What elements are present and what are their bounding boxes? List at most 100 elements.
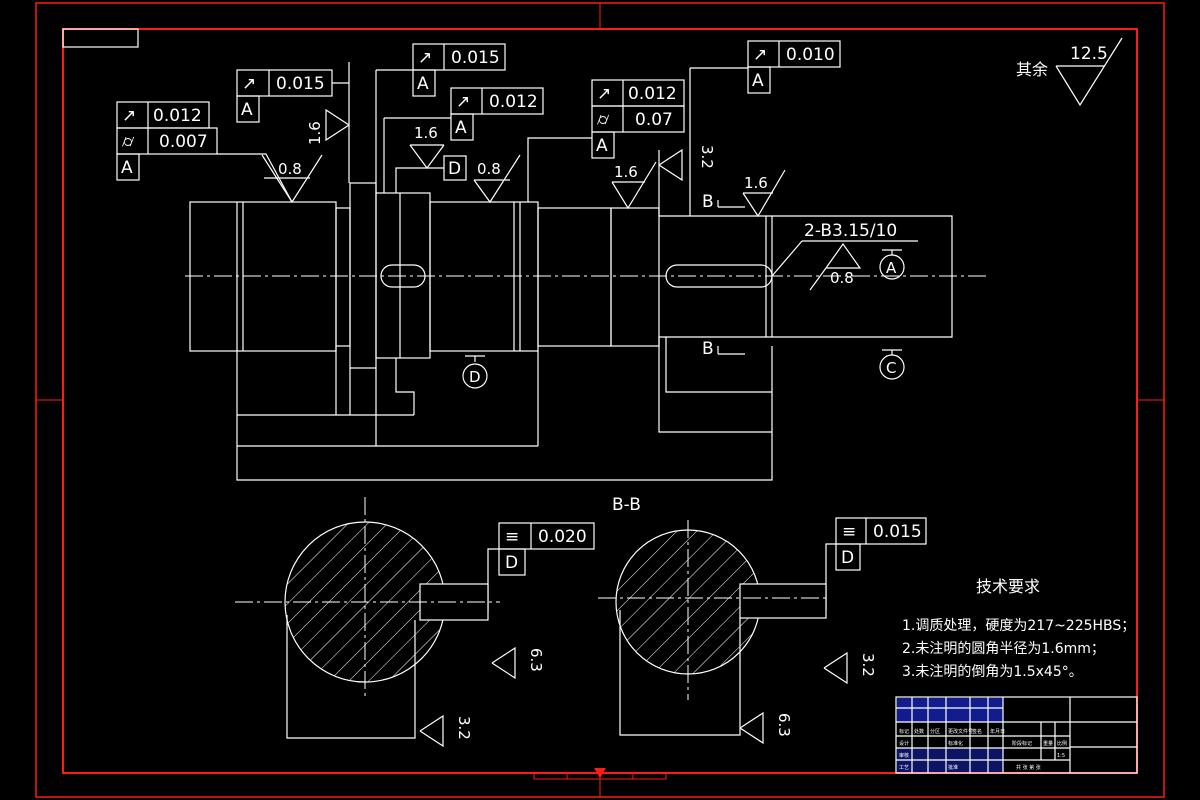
fcf-6-value: 0.010 bbox=[786, 45, 835, 65]
svg-text:0.8: 0.8 bbox=[278, 160, 302, 178]
svg-text:1:5: 1:5 bbox=[1057, 753, 1065, 759]
tech-req-title: 技术要求 bbox=[976, 577, 1040, 596]
svg-text:处数: 处数 bbox=[914, 728, 924, 735]
fcf-5-symbol: ↗ bbox=[597, 84, 611, 104]
svg-text:分区: 分区 bbox=[930, 728, 940, 735]
fcf-4-symbol: ↗ bbox=[456, 92, 470, 112]
tech-req-item-2: 2.未注明的圆角半径为1.6mm； bbox=[902, 641, 1105, 657]
section-title: B-B bbox=[612, 495, 641, 515]
svg-text:批准: 批准 bbox=[948, 764, 958, 771]
roughness-r8: 0.8 bbox=[809, 242, 862, 291]
svg-text:0.8: 0.8 bbox=[830, 269, 854, 287]
shaft-main-view bbox=[185, 62, 990, 481]
fcf-2-datum: A bbox=[241, 100, 253, 120]
fcf-1-value: 0.012 bbox=[153, 106, 202, 126]
fcf-7-symbol: ≡ bbox=[505, 527, 519, 547]
svg-text:1.6: 1.6 bbox=[306, 121, 324, 145]
svg-text:1.6: 1.6 bbox=[414, 124, 438, 142]
roughness-r10: 3.2 bbox=[419, 714, 473, 748]
fcf-4-value: 0.012 bbox=[489, 92, 538, 112]
technical-requirements: 技术要求 1.调质处理，硬度为217~225HBS； 2.未注明的圆角半径为1.… bbox=[902, 577, 1135, 680]
svg-text:3.2: 3.2 bbox=[859, 653, 877, 677]
fcf-5-value2: 0.07 bbox=[635, 110, 673, 130]
general-roughness-value: 12.5 bbox=[1070, 44, 1108, 64]
roughness-r11: 3.2 bbox=[823, 651, 877, 685]
roughness-r4: 0.8 bbox=[473, 154, 521, 204]
fcf-8-datum: D bbox=[841, 548, 854, 568]
svg-text:D: D bbox=[448, 159, 461, 179]
keyway-left bbox=[380, 264, 426, 288]
fcf-3-value: 0.015 bbox=[451, 48, 500, 68]
roughness-r6: 3.2 bbox=[658, 145, 716, 182]
fcf-5-symbol2: ⌭ bbox=[597, 110, 610, 130]
section-right bbox=[598, 520, 827, 736]
section-mark-top: B bbox=[702, 192, 745, 212]
fcf-4: ↗ 0.012 A bbox=[384, 87, 544, 141]
datum-d-symbol: D bbox=[462, 355, 488, 389]
title-block: 标记 处数 分区 更改文件号 签名 年月日 设计 标准化 阶段标记 重量 比例 … bbox=[895, 696, 1138, 774]
fcf-6: ↗ 0.010 A bbox=[690, 40, 841, 94]
tech-req-item-3: 3.未注明的倒角为1.5x45°。 bbox=[902, 664, 1083, 680]
drawing-number-box bbox=[62, 28, 139, 48]
svg-text:B: B bbox=[702, 339, 714, 359]
roughness-r3: 1.6 bbox=[409, 124, 445, 170]
svg-text:年月日: 年月日 bbox=[990, 728, 1005, 735]
svg-text:B: B bbox=[702, 192, 714, 212]
fcf-3-symbol: ↗ bbox=[418, 48, 432, 68]
fcf-6-datum: A bbox=[752, 71, 764, 91]
svg-text:6.3: 6.3 bbox=[775, 713, 793, 737]
fcf-7: ≡ 0.020 D bbox=[487, 522, 595, 612]
svg-text:6.3: 6.3 bbox=[527, 648, 545, 672]
fcf-7-value: 0.020 bbox=[538, 527, 587, 547]
fcf-5-value: 0.012 bbox=[628, 84, 677, 104]
section-mark-bottom: B bbox=[702, 339, 745, 359]
fcf-2-value: 0.015 bbox=[276, 74, 325, 94]
section-left bbox=[235, 497, 500, 739]
centre-hole-label: 2-B3.15/10 bbox=[804, 221, 897, 241]
fcf-8-value: 0.015 bbox=[873, 522, 922, 542]
fcf-5-datum: A bbox=[596, 136, 608, 156]
svg-text:A: A bbox=[886, 259, 897, 277]
fcf-3-datum: A bbox=[417, 74, 429, 94]
fcf-6-symbol: ↗ bbox=[753, 45, 767, 65]
fcf-3: ↗ 0.015 A bbox=[376, 43, 506, 97]
svg-text:阶段标记: 阶段标记 bbox=[1012, 740, 1032, 747]
fcf-1-value2: 0.007 bbox=[159, 132, 208, 152]
svg-text:1.6: 1.6 bbox=[744, 174, 768, 192]
svg-text:标记: 标记 bbox=[899, 728, 909, 735]
roughness-r1: 0.8 bbox=[261, 154, 323, 204]
svg-text:共 张 第 张: 共 张 第 张 bbox=[1016, 764, 1041, 771]
roughness-r7: 1.6 bbox=[742, 169, 786, 218]
general-roughness-label: 其余 bbox=[1016, 60, 1048, 79]
fcf-1-datum: A bbox=[121, 158, 133, 178]
sheet-border bbox=[35, 2, 1165, 798]
svg-text:更改文件号: 更改文件号 bbox=[948, 728, 973, 735]
fcf-1-symbol: ↗ bbox=[122, 106, 136, 126]
svg-text:审核: 审核 bbox=[899, 752, 909, 759]
fcf-8: ≡ 0.015 D bbox=[825, 517, 927, 610]
roughness-r9: 6.3 bbox=[491, 646, 545, 680]
svg-text:设计: 设计 bbox=[899, 740, 909, 747]
svg-text:D: D bbox=[469, 368, 481, 386]
datum-a-symbol: A bbox=[879, 249, 905, 280]
fcf-2-symbol: ↗ bbox=[242, 74, 256, 94]
datum-c-symbol: C bbox=[879, 349, 905, 380]
svg-text:1.6: 1.6 bbox=[614, 163, 638, 181]
general-roughness: 其余 12.5 bbox=[1016, 37, 1123, 107]
fcf-4-datum: A bbox=[455, 118, 467, 138]
roughness-r12: 6.3 bbox=[739, 711, 793, 745]
fcf-2: ↗ 0.015 A bbox=[236, 69, 349, 123]
svg-text:3.2: 3.2 bbox=[698, 145, 716, 169]
datum-d-left: D bbox=[395, 155, 467, 193]
roughness-r5: 1.6 bbox=[611, 161, 657, 210]
fcf-8-symbol: ≡ bbox=[842, 522, 856, 542]
svg-text:0.8: 0.8 bbox=[477, 160, 501, 178]
fcf-1: ↗ 0.012 ⌭ 0.007 A bbox=[116, 101, 293, 203]
svg-text:标准化: 标准化 bbox=[948, 740, 963, 747]
roughness-r2: 1.6 bbox=[306, 108, 350, 145]
centre-hole-note: 2-B3.15/10 bbox=[771, 221, 918, 277]
svg-text:C: C bbox=[886, 359, 896, 377]
fcf-5: ↗ 0.012 ⌭ 0.07 A bbox=[538, 79, 685, 159]
svg-text:3.2: 3.2 bbox=[455, 716, 473, 740]
